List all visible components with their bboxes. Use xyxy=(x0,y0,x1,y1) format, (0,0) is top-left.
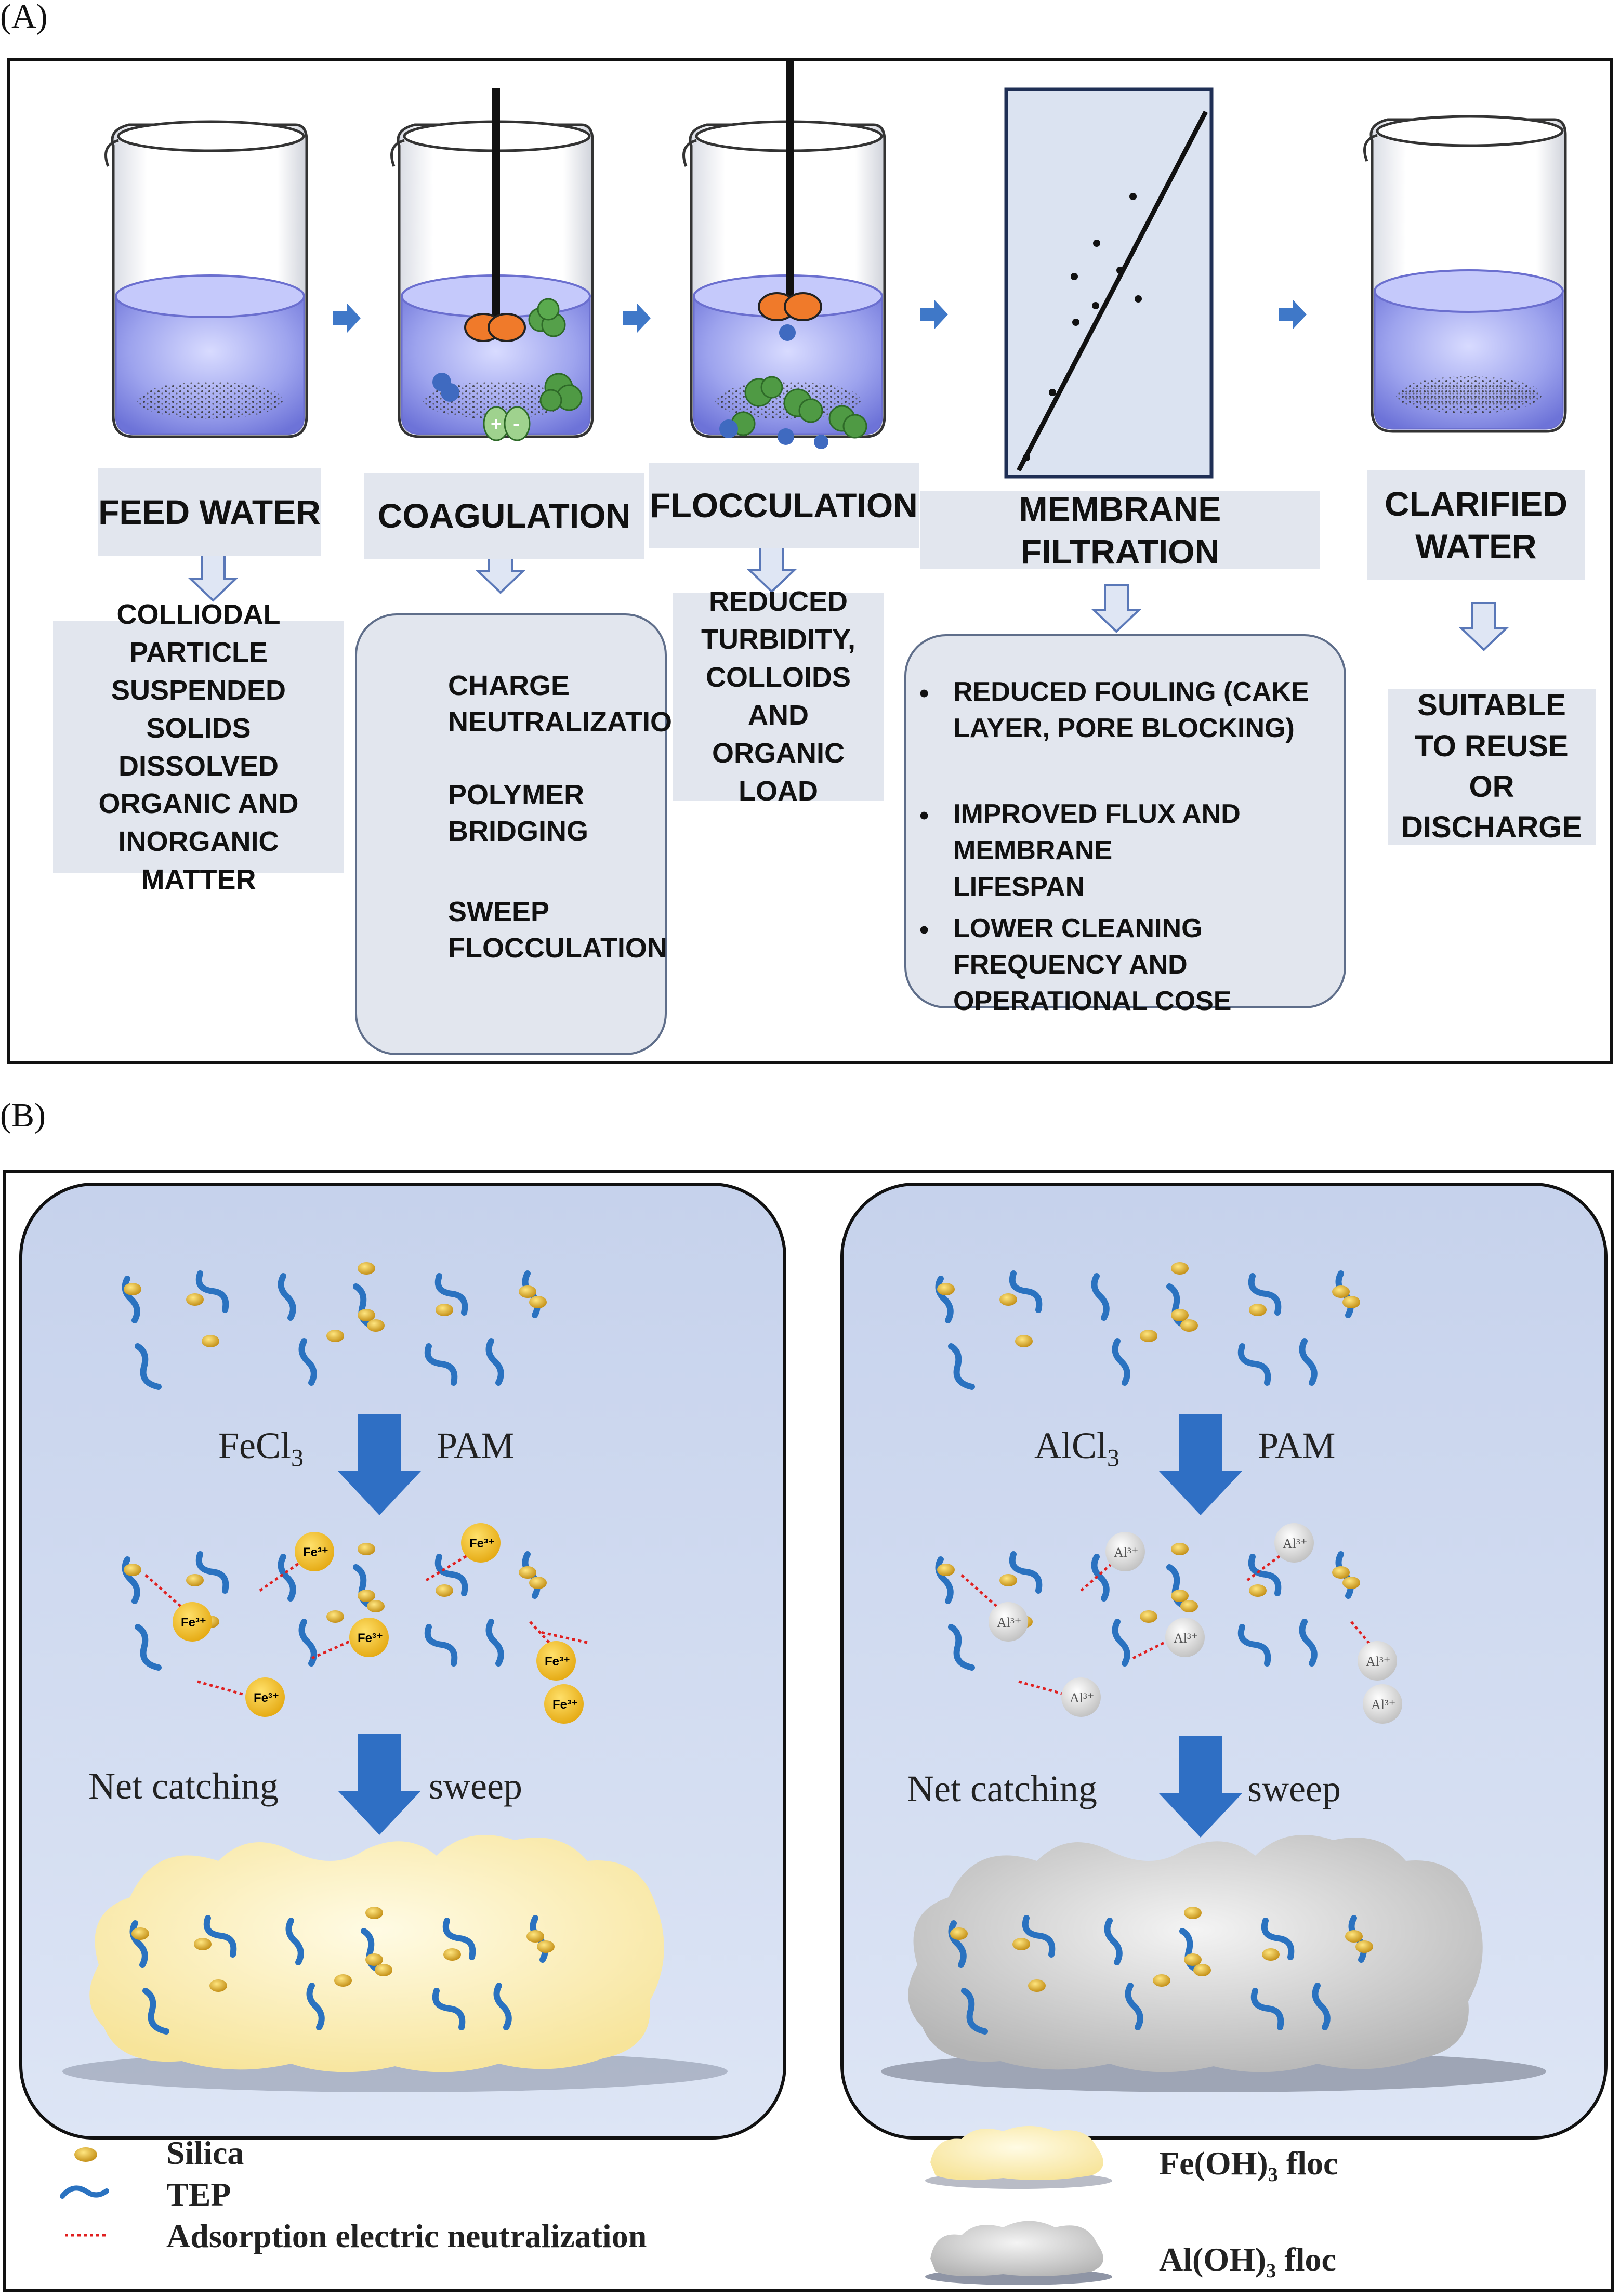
al-floc xyxy=(908,1835,1483,2072)
fe-floc xyxy=(89,1835,664,2072)
stage-label-coagulation: COAGULATION xyxy=(364,473,644,559)
al-ion-label: Al³⁺ xyxy=(1114,1545,1139,1560)
benefit-improved-flux: IMPROVED FLUX AND MEMBRANE LIFESPAN xyxy=(953,799,1241,902)
al-polymer-label: PAM xyxy=(1258,1425,1336,1466)
benefit-bullet: • xyxy=(919,801,929,831)
legend-tep: TEP xyxy=(166,2176,231,2213)
al-ion-label: Al³⁺ xyxy=(1366,1654,1391,1669)
al-coagulant-text: AlCl xyxy=(1034,1425,1108,1466)
al-ion-label: Al³⁺ xyxy=(1070,1690,1095,1705)
al-ion-label: Al³⁺ xyxy=(1174,1631,1198,1646)
benefit-reduced-fouling: REDUCED FOULING (CAKE LAYER, PORE BLOCKI… xyxy=(953,677,1309,744)
legend-al-floc-icon xyxy=(925,2221,1112,2285)
legend-silica: Silica xyxy=(166,2134,244,2171)
feed-water-description: COLLIODAL PARTICLE SUSPENDED SOLIDS DISS… xyxy=(53,599,344,895)
fe-ion-label: Fe³⁺ xyxy=(469,1537,495,1551)
legend-fe-floc: Fe(OH)₃ floc xyxy=(1159,2145,1338,2182)
fe-sweep-label: sweep xyxy=(429,1765,522,1807)
legend-neutralization: Adsorption electric neutralization xyxy=(166,2218,647,2254)
fe-polymer-label: PAM xyxy=(437,1425,515,1466)
panel-b-graphics xyxy=(19,1183,1608,2285)
al-coagulant-subscript: 3 xyxy=(1107,1444,1120,1472)
svg-text:-: - xyxy=(513,412,520,435)
stage-label-membrane-filtration: MEMBRANE FILTRATION xyxy=(920,490,1320,571)
panel-a-tag: (A) xyxy=(0,0,48,35)
fe-ion-label: Fe³⁺ xyxy=(545,1655,570,1669)
fe-coagulant-subscript: 3 xyxy=(291,1444,304,1472)
legend-silica-icon xyxy=(74,2147,97,2162)
fe-ion-label: Fe³⁺ xyxy=(181,1616,206,1630)
coagulation-mechanisms-box: CHARGE NEUTRALIZATION POLYMER BRIDGING S… xyxy=(355,613,692,1055)
stage-label-clarified-water: CLARIFIED WATER xyxy=(1367,470,1585,580)
al-net-catching-label: Net catching xyxy=(907,1768,1097,1809)
membrane-benefits-box: • REDUCED FOULING (CAKE LAYER, PORE BLOC… xyxy=(904,634,1346,1016)
benefit-bullet: • xyxy=(919,678,929,709)
fe-ion-label: Fe³⁺ xyxy=(254,1691,279,1705)
stage-label-flocculation: FLOCCULATION xyxy=(649,463,919,548)
al-ion-label: Al³⁺ xyxy=(1371,1697,1396,1712)
coagulation-particles: + - xyxy=(432,298,583,441)
al-middle-field xyxy=(937,1523,1402,1724)
fe-middle-field xyxy=(124,1523,588,1724)
fe-net-catching-label: Net catching xyxy=(88,1765,279,1807)
legend-fe-floc-icon xyxy=(925,2126,1112,2189)
panel-a-frame xyxy=(7,58,1613,1064)
svg-text:+: + xyxy=(491,413,502,435)
membrane-panel xyxy=(1004,87,1214,479)
benefit-bullet: • xyxy=(919,915,929,945)
al-coagulant-label: AlCl3 xyxy=(1034,1424,1119,1472)
fe-coagulant-label: FeCl3 xyxy=(218,1424,304,1472)
mechanism-charge-neutralization: CHARGE NEUTRALIZATION xyxy=(448,670,692,738)
fe-ion-label: Fe³⁺ xyxy=(552,1698,578,1712)
panel-b-tag: (B) xyxy=(0,1096,46,1134)
panel-b-frame xyxy=(3,1170,1614,2292)
mechanism-sweep-flocculation: SWEEP FLOCCULATION xyxy=(448,896,667,964)
clarified-water-description: SUITABLE TO REUSE OR DISCHARGE xyxy=(1388,688,1596,845)
mechanism-polymer-bridging: POLYMER BRIDGING xyxy=(448,779,588,847)
fe-ion-label: Fe³⁺ xyxy=(303,1545,328,1559)
stage-label-feed-water: FEED WATER xyxy=(98,468,321,556)
al-ion-label: Al³⁺ xyxy=(1283,1536,1308,1551)
fe-ion-label: Fe³⁺ xyxy=(358,1631,383,1645)
flocculation-particles xyxy=(719,324,867,449)
al-ion-label: Al³⁺ xyxy=(997,1615,1022,1630)
legend-tep-icon xyxy=(60,2185,109,2199)
flocculation-description: REDUCED TURBIDITY, COLLOIDS AND ORGANIC … xyxy=(673,586,884,807)
fe-coagulant-text: FeCl xyxy=(218,1425,292,1466)
al-sweep-label: sweep xyxy=(1247,1768,1341,1809)
legend-al-floc: Al(OH)₃ floc xyxy=(1159,2241,1336,2278)
benefit-lower-cleaning: LOWER CLEANING FREQUENCY AND OPERATIONAL… xyxy=(953,913,1232,1017)
